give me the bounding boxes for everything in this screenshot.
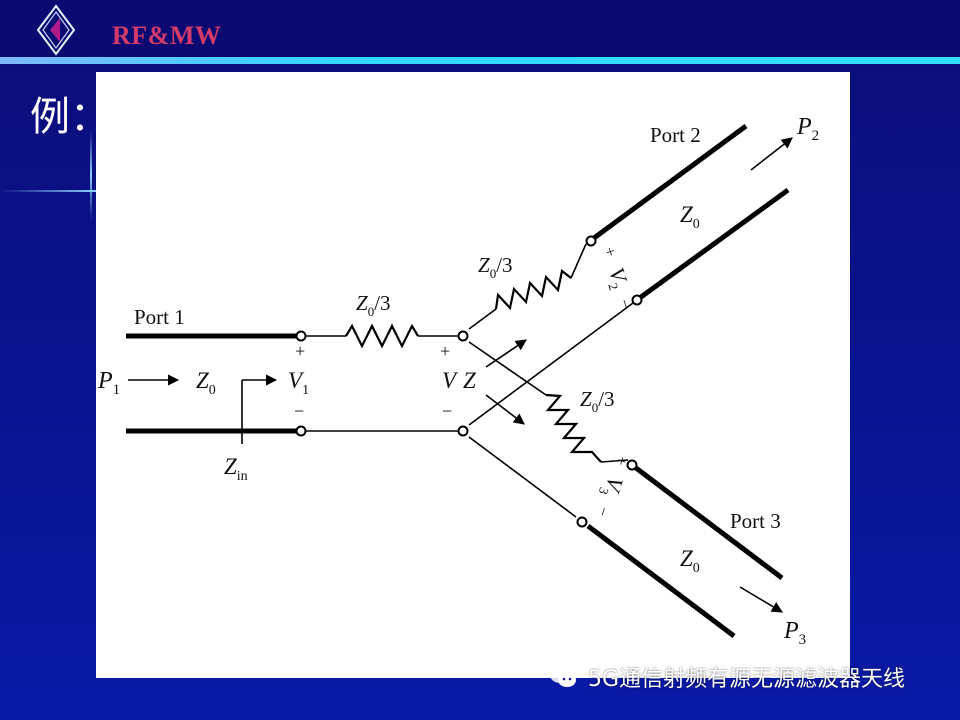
z-arrow-down [485, 394, 525, 425]
wilkinson-divider-diagram: Port 1 Port 2 Port 3 P1 P2 P3 Z0 Z0 Z0 Z… [97, 114, 819, 648]
svg-text:+: + [600, 245, 619, 259]
v3-labels: + V3 − [593, 454, 631, 519]
z-arrow-up [485, 339, 527, 368]
left-decoration-line [0, 190, 96, 192]
v2-labels: + V2 − [600, 245, 634, 311]
svg-text:V3: V3 [596, 473, 629, 501]
v1-plus: + [295, 341, 305, 361]
v1-label: V1 [288, 368, 309, 398]
r3-label: Z0/3 [580, 387, 615, 415]
terminal-nodes [295, 235, 643, 528]
z0-label-port3: Z0 [680, 546, 700, 576]
p3-label: P3 [783, 618, 806, 648]
z-label: Z [463, 368, 476, 393]
watermark-text: 5G通信射频有源无源滤波器天线 [588, 667, 906, 692]
port3-label: Port 3 [730, 509, 781, 533]
port2-label: Port 2 [650, 123, 701, 147]
p1-label: P1 [97, 368, 120, 398]
z0-label-port2: Z0 [680, 202, 700, 232]
left-decoration-vertical [90, 130, 92, 220]
port1-label: Port 1 [134, 305, 185, 329]
p2-arrow [750, 137, 793, 171]
brand-label: RF&MW [112, 21, 222, 50]
svg-text:+: + [612, 454, 631, 468]
v-minus: − [442, 401, 452, 421]
port2-top-line [592, 123, 748, 241]
title-bar [0, 0, 960, 58]
resistor-1 [345, 323, 419, 349]
z0-label-port1: Z0 [196, 368, 216, 398]
v-label: V [442, 368, 459, 393]
p3-arrow [739, 586, 783, 613]
zin-label: Zin [224, 454, 248, 484]
resistor-2 [494, 269, 572, 311]
svg-text:−: − [593, 504, 612, 518]
port3-top-line [634, 466, 784, 580]
v1-minus: − [294, 401, 304, 421]
diagram-panel: Port 1 Port 2 Port 3 P1 P2 P3 Z0 Z0 Z0 Z… [96, 72, 850, 678]
watermark: 5G通信射频有源无源滤波器天线 [548, 662, 905, 692]
resistor-3 [545, 393, 602, 463]
diamond-logo-icon [36, 4, 76, 56]
r1-label: Z0/3 [356, 291, 391, 319]
port2-bottom-line [639, 187, 790, 300]
title-underline [0, 57, 960, 64]
r2-label: Z0/3 [478, 253, 513, 281]
wechat-icon [550, 667, 576, 687]
p2-label: P2 [796, 114, 819, 144]
v-plus: + [440, 341, 450, 361]
svg-text:V2: V2 [601, 264, 634, 292]
port3-bottom-line [586, 524, 736, 638]
